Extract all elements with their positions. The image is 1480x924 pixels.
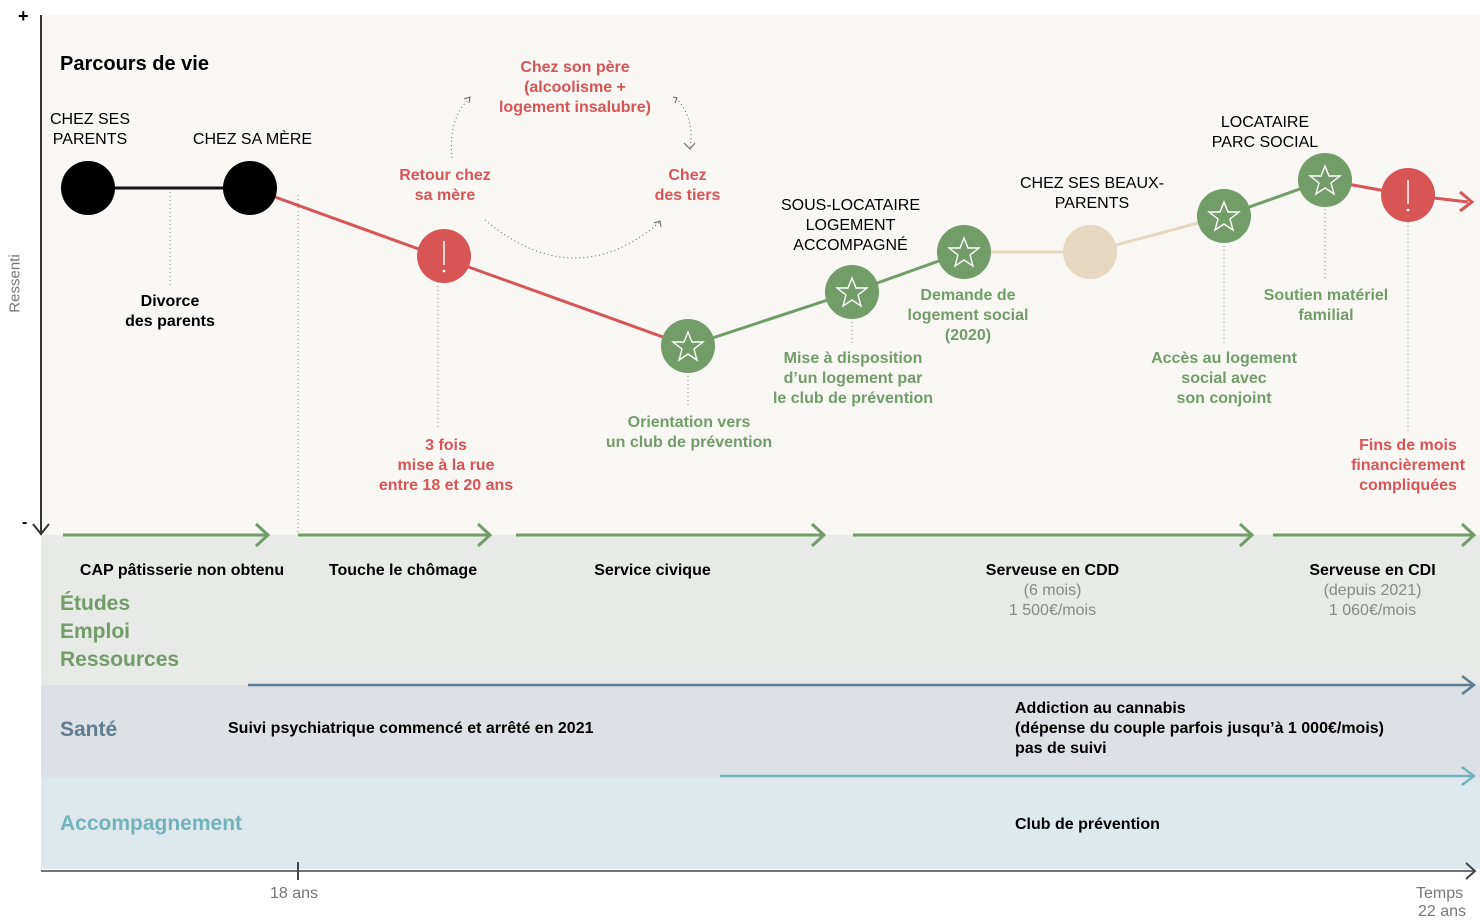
etude-cdd: Serveuse en CDD (6 mois) 1 500€/mois	[985, 562, 1120, 619]
place-chez-ses-parents: CHEZ SES PARENTS	[49, 111, 130, 148]
dotted-connectors	[169, 188, 1409, 535]
node-beaux-parents	[1063, 225, 1117, 279]
y-axis-plus: +	[18, 6, 29, 26]
etudes-arrows	[63, 522, 1477, 548]
etude-chomage: Touche le chômage	[328, 562, 478, 579]
place-chez-sa-mere: CHEZ SA MÈRE	[192, 131, 313, 148]
etude-cdi: Serveuse en CDI (depuis 2021) 1 060€/moi…	[1309, 562, 1436, 619]
etude-cap: CAP pâtisserie non obtenu	[79, 562, 285, 579]
sante-band	[41, 685, 1480, 777]
alert-icon-1	[417, 229, 471, 283]
node-mere	[223, 161, 277, 215]
y-axis-label: Ressenti	[6, 254, 24, 313]
cycle-arrows	[450, 97, 692, 259]
y-axis-arrow	[32, 523, 50, 536]
star-icon-2	[825, 265, 879, 319]
sante-title: Santé	[60, 718, 118, 741]
x-axis-end-label: Temps	[1416, 885, 1464, 902]
sante-suivi: Suivi psychiatrique commencé et arrêté e…	[228, 720, 594, 737]
chart-area	[41, 15, 1480, 535]
place-locataire: LOCATAIRE PARC SOCIAL	[1211, 114, 1319, 151]
node-parents	[61, 161, 115, 215]
star-icon-5	[1298, 153, 1352, 207]
x-tick-18: 18 ans	[270, 885, 319, 902]
place-sous-locataire: SOUS-LOCATAIRE LOGEMENT ACCOMPAGNÉ	[781, 197, 920, 254]
star-icon-3	[937, 225, 991, 279]
star-icon-1	[661, 319, 715, 373]
alert-icon-2	[1381, 168, 1435, 222]
accompagnement-title: Accompagnement	[60, 812, 243, 835]
y-axis-minus: -	[22, 514, 28, 531]
etudes-band	[41, 535, 1480, 685]
etude-civique: Service civique	[594, 562, 711, 579]
accompagnement-club: Club de prévention	[1015, 816, 1160, 833]
cycle-pere: Chez son père(alcoolisme +logement insal…	[498, 59, 652, 116]
accompagnement-band	[41, 777, 1480, 869]
x-axis-arrow	[1465, 862, 1477, 880]
star-icon-4	[1197, 189, 1251, 243]
place-beaux-parents: CHEZ SES BEAUX-PARENTS	[1019, 175, 1165, 212]
page-title: Parcours de vie	[60, 53, 209, 75]
sante-addiction: Addiction au cannabis(dépense du couple …	[1015, 700, 1384, 757]
x-axis-end-age: 22 ans	[1418, 903, 1467, 920]
